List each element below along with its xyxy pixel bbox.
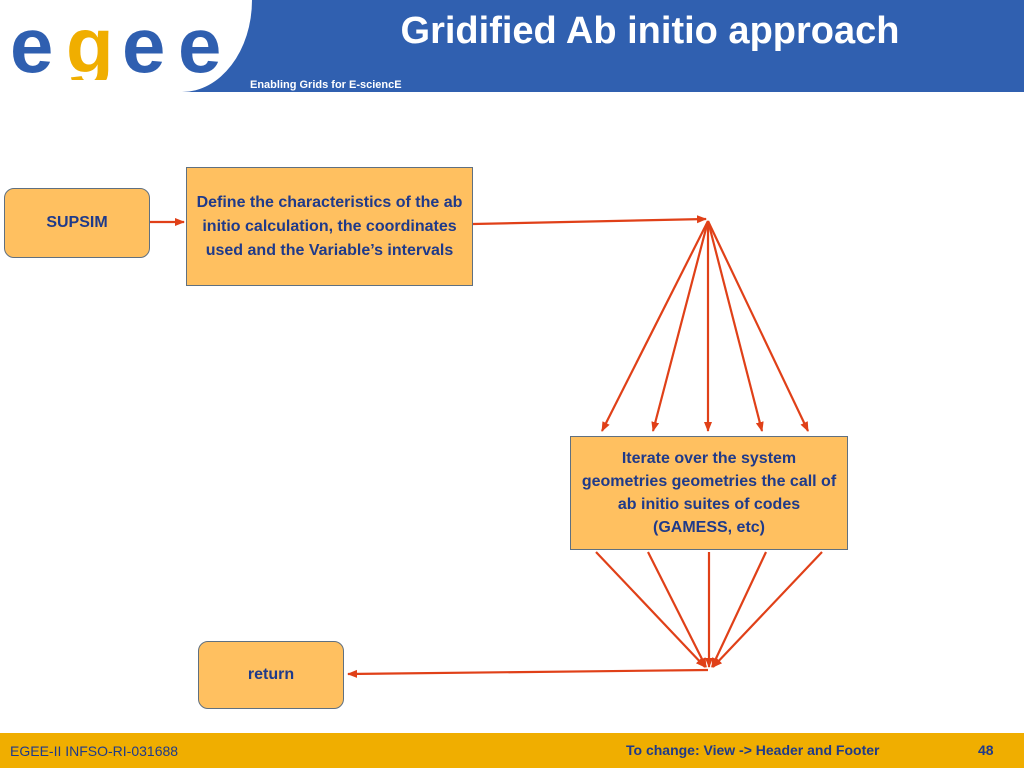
arrow-iterate-to-hub-1 bbox=[595, 551, 706, 668]
tagline: Enabling Grids for E-sciencE bbox=[250, 79, 402, 91]
arrow-iterate-to-hub-4 bbox=[711, 551, 767, 668]
arrow-hub-to-iterate-1 bbox=[601, 220, 709, 432]
footer-instructions: To change: View -> Header and Footer bbox=[626, 742, 880, 758]
iterate-box: Iterate over the system geometries geome… bbox=[570, 436, 848, 550]
return-label: return bbox=[247, 666, 295, 683]
svg-text:g: g bbox=[66, 10, 112, 80]
arrow-hub-to-iterate-5 bbox=[707, 220, 809, 432]
supsim-box: SUPSIM bbox=[4, 188, 150, 258]
egee-logo: e g e e bbox=[10, 10, 221, 80]
svg-text:e: e bbox=[178, 10, 219, 80]
return-box: return bbox=[198, 641, 344, 709]
footer-bar: EGEE-II INFSO-RI-031688 To change: View … bbox=[0, 733, 1024, 768]
arrow-hub-to-iterate-4 bbox=[706, 220, 764, 432]
arrow-hub-to-iterate-2 bbox=[651, 220, 710, 432]
svg-text:e: e bbox=[122, 10, 163, 80]
logo-panel: e g e e bbox=[0, 0, 252, 92]
iterate-label: Iterate over the system geometries geome… bbox=[581, 450, 837, 536]
arrow-iterate-to-hub-5 bbox=[712, 551, 823, 668]
footer-project-id: EGEE-II INFSO-RI-031688 bbox=[10, 743, 179, 759]
svg-text:e: e bbox=[10, 10, 51, 80]
supsim-label: SUPSIM bbox=[46, 214, 108, 231]
define-box: Define the characteristics of the ab ini… bbox=[186, 167, 473, 286]
arrow-define-to-hub bbox=[472, 215, 707, 226]
page-title: Gridified Ab initio approach bbox=[400, 10, 900, 52]
page-number: 48 bbox=[978, 742, 994, 758]
arrow-hub-to-return bbox=[347, 668, 709, 678]
arrow-iterate-to-hub-2 bbox=[647, 551, 707, 668]
header-bar: e g e e Gridified Ab initio approach Ena… bbox=[0, 0, 1024, 92]
define-label: Define the characteristics of the ab ini… bbox=[196, 193, 463, 259]
